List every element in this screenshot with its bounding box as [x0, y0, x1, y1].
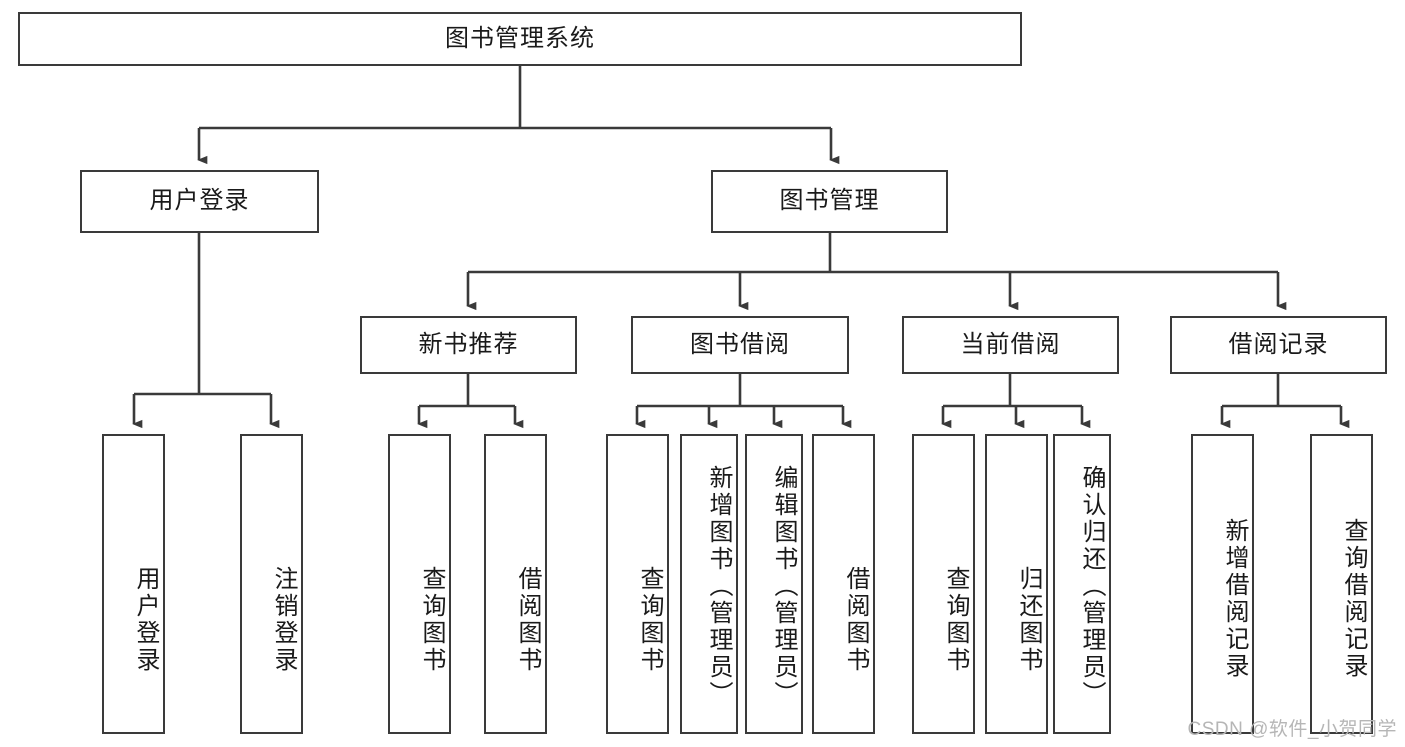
leaf-query-book-new[interactable]: 查询图书: [388, 434, 451, 734]
node-root-label: 图书管理系统: [445, 24, 595, 52]
leaf-add-book-admin-label: 新增图书（管理员）: [705, 464, 732, 708]
leaf-user-login[interactable]: 用户登录: [102, 434, 165, 734]
leaf-query-book-current[interactable]: 查询图书: [912, 434, 975, 734]
leaf-borrow-book-new[interactable]: 借阅图书: [484, 434, 547, 734]
leaf-confirm-return-admin[interactable]: 确认归还（管理员）: [1053, 434, 1111, 734]
node-new-book-recommend-label: 新书推荐: [418, 330, 519, 358]
node-current-borrow-label: 当前借阅: [960, 330, 1061, 358]
node-current-borrow[interactable]: 当前借阅: [902, 316, 1119, 374]
leaf-query-book-borrow-label: 查询图书: [636, 566, 663, 674]
leaf-edit-book-admin[interactable]: 编辑图书（管理员）: [745, 434, 803, 734]
node-borrow-record[interactable]: 借阅记录: [1170, 316, 1387, 374]
leaf-query-borrow-record-label: 查询借阅记录: [1340, 518, 1367, 680]
leaf-edit-book-admin-label: 编辑图书（管理员）: [770, 464, 797, 708]
watermark-text: CSDN @软件_小贺同学: [1187, 719, 1397, 740]
node-borrow-record-label: 借阅记录: [1228, 330, 1329, 358]
leaf-add-book-admin[interactable]: 新增图书（管理员）: [680, 434, 738, 734]
leaf-return-book[interactable]: 归还图书: [985, 434, 1048, 734]
node-user-login-label: 用户登录: [149, 187, 250, 215]
node-new-book-recommend[interactable]: 新书推荐: [360, 316, 577, 374]
leaf-borrow-book-new-label: 借阅图书: [514, 566, 541, 674]
leaf-user-logout-label: 注销登录: [270, 566, 297, 674]
node-book-borrow-label: 图书借阅: [690, 330, 790, 358]
node-user-login[interactable]: 用户登录: [80, 170, 319, 233]
leaf-query-book-borrow[interactable]: 查询图书: [606, 434, 669, 734]
leaf-borrow-book-label: 借阅图书: [842, 566, 869, 674]
node-book-borrow[interactable]: 图书借阅: [631, 316, 849, 374]
leaf-user-logout[interactable]: 注销登录: [240, 434, 303, 734]
node-book-management[interactable]: 图书管理: [711, 170, 948, 233]
leaf-borrow-book[interactable]: 借阅图书: [812, 434, 875, 734]
leaf-return-book-label: 归还图书: [1015, 566, 1042, 674]
leaf-user-login-label: 用户登录: [132, 566, 159, 674]
leaf-query-borrow-record[interactable]: 查询借阅记录: [1310, 434, 1373, 734]
node-root[interactable]: 图书管理系统: [18, 12, 1022, 66]
node-book-management-label: 图书管理: [779, 187, 880, 215]
leaf-query-book-new-label: 查询图书: [418, 566, 445, 674]
leaf-query-book-current-label: 查询图书: [942, 566, 969, 674]
leaf-add-borrow-record[interactable]: 新增借阅记录: [1191, 434, 1254, 734]
leaf-confirm-return-admin-label: 确认归还（管理员）: [1078, 464, 1105, 708]
leaf-add-borrow-record-label: 新增借阅记录: [1221, 518, 1248, 680]
